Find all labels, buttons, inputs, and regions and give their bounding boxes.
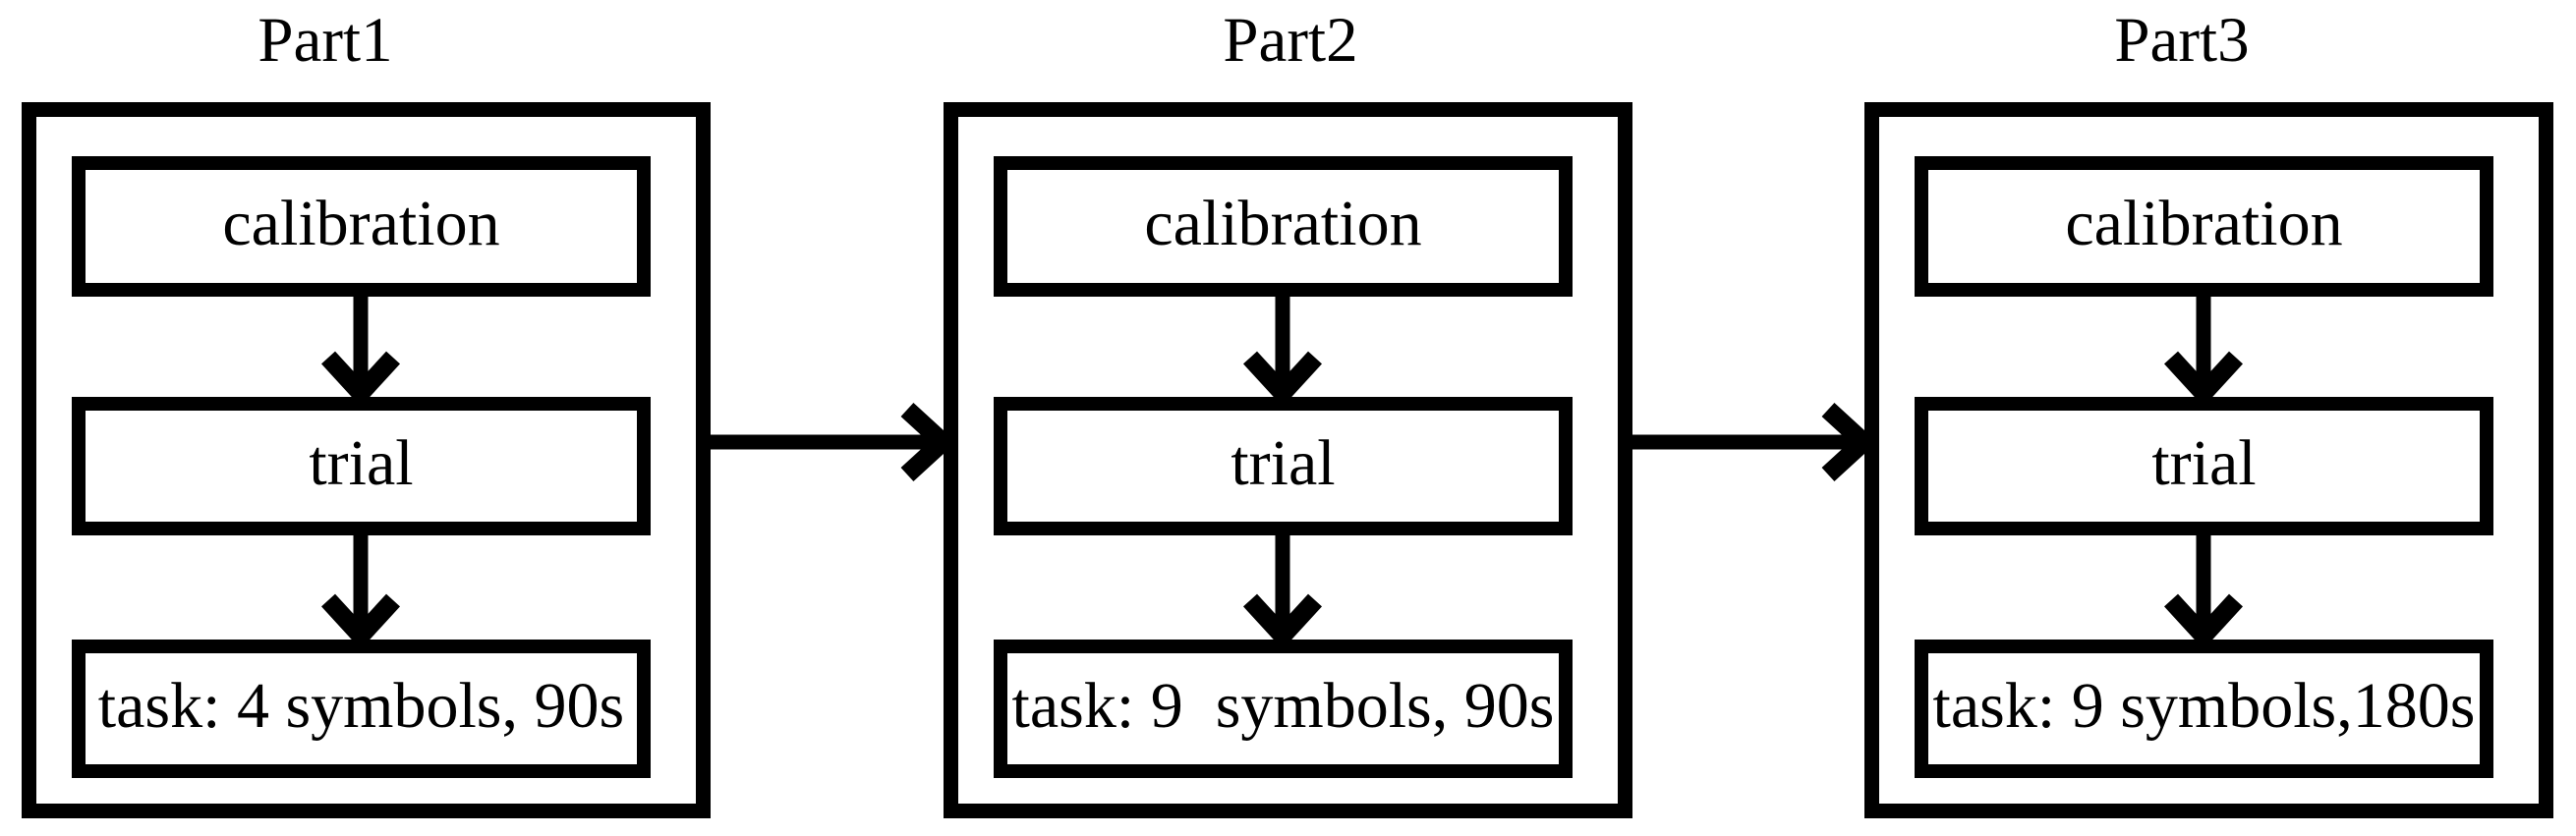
part2-arrow-trial-to-task-icon bbox=[1238, 535, 1327, 640]
part2-arrow-calibration-to-trial-icon bbox=[1238, 297, 1327, 397]
calibration-label: calibration bbox=[2065, 187, 2343, 259]
part3-arrow-trial-to-task-icon bbox=[2159, 535, 2248, 640]
part3-task-box: task: 9 symbols,180s bbox=[1915, 640, 2493, 778]
part3-panel: calibration trial task: 9 symbols,180s bbox=[1864, 102, 2553, 818]
part1-trial-box: trial bbox=[72, 397, 651, 535]
part2-trial-box: trial bbox=[994, 397, 1573, 535]
trial-label: trial bbox=[1231, 426, 1336, 499]
part1-arrow-calibration-to-trial-icon bbox=[316, 297, 405, 397]
part2-task-box: task: 9 symbols, 90s bbox=[994, 640, 1573, 778]
part1-calibration-box: calibration bbox=[72, 156, 651, 297]
task-label: task: 9 symbols, 90s bbox=[1011, 669, 1555, 742]
arrow-part1-to-part2-icon bbox=[711, 398, 946, 486]
task-label: task: 4 symbols, 90s bbox=[97, 669, 625, 742]
part2-calibration-box: calibration bbox=[994, 156, 1573, 297]
trial-label: trial bbox=[309, 426, 414, 499]
trial-label: trial bbox=[2151, 426, 2257, 499]
part3-arrow-calibration-to-trial-icon bbox=[2159, 297, 2248, 397]
part2-panel: calibration trial task: 9 symbols, 90s bbox=[944, 102, 1632, 818]
part1-panel: calibration trial task: 4 symbols, 90s bbox=[22, 102, 711, 818]
part3-calibration-box: calibration bbox=[1915, 156, 2493, 297]
arrow-part2-to-part3-icon bbox=[1631, 398, 1867, 486]
calibration-label: calibration bbox=[222, 187, 500, 259]
part2-title: Part2 bbox=[1223, 5, 1358, 76]
part1-arrow-trial-to-task-icon bbox=[316, 535, 405, 640]
part1-title: Part1 bbox=[258, 5, 393, 76]
part3-title: Part3 bbox=[2114, 5, 2250, 76]
part1-task-box: task: 4 symbols, 90s bbox=[72, 640, 651, 778]
task-label: task: 9 symbols,180s bbox=[1932, 669, 2476, 742]
calibration-label: calibration bbox=[1144, 187, 1422, 259]
part3-trial-box: trial bbox=[1915, 397, 2493, 535]
